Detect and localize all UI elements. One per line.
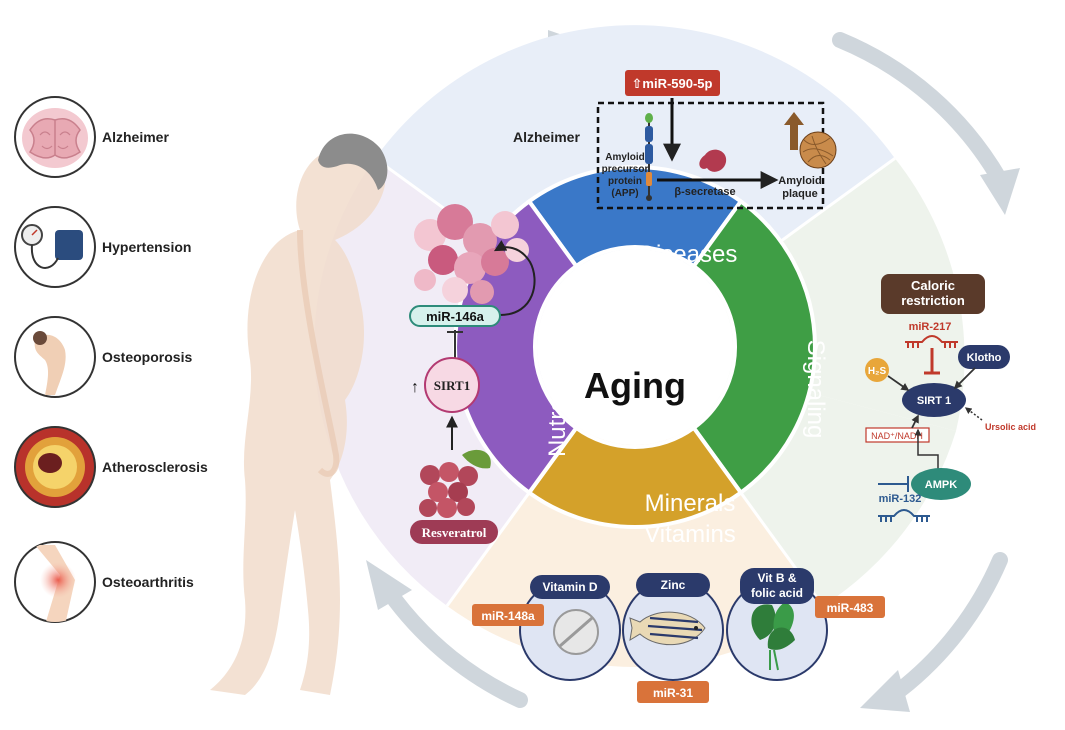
alzheimer-panel-title: Alzheimer xyxy=(513,129,580,145)
plaque-artery-icon xyxy=(25,437,85,497)
ring-label-diseases: Diseases xyxy=(639,241,738,268)
vitamin-d-pill-icon xyxy=(553,609,599,655)
klotho-label: Klotho xyxy=(967,352,1002,364)
mir146a-arrow xyxy=(493,240,536,316)
alzheimer-panel: Alzheimer ⇧miR-590-5p Amyloid precursor … xyxy=(513,70,837,210)
h2s-label: H₂S xyxy=(868,366,887,377)
sirt1-up-arrow: ↑ xyxy=(411,379,419,396)
vitamin-b-label-line2: folic acid xyxy=(751,586,803,600)
nad-badge xyxy=(865,427,930,443)
nutraceutical-panel: miR-146a SIRT1 ↑ Resveratrol xyxy=(409,204,536,544)
sirt1-signaling-badge xyxy=(902,383,966,417)
h2s-badge xyxy=(865,358,889,382)
h2s-arrow xyxy=(887,375,910,391)
sirt1-nutra-label: SIRT1 xyxy=(434,378,470,393)
mir-217-label: miR-217 xyxy=(909,321,952,333)
mir-31-label: miR-31 xyxy=(653,686,693,700)
mir-483-badge xyxy=(815,596,885,618)
signaling-panel: Caloric restriction miR-217 H₂S Klotho S… xyxy=(865,274,1036,522)
ring-segment-minerals xyxy=(526,425,744,529)
mir-483-label: miR-483 xyxy=(827,601,874,615)
caloric-label-line2: restriction xyxy=(901,293,965,308)
increase-arrow-icon xyxy=(784,112,804,150)
app-label-line4: (APP) xyxy=(611,188,638,199)
mir-132-hairpin-icon xyxy=(878,509,930,522)
vitamin-d-badge xyxy=(530,575,610,599)
ring-label-signaling: Signaling xyxy=(802,340,829,439)
resveratrol-badge xyxy=(410,520,498,544)
mir-217-hairpin-icon xyxy=(905,335,958,348)
blood-pressure-cuff-icon xyxy=(21,224,83,269)
cycle-arrow-bottom-right xyxy=(892,552,1008,698)
disease-item-atherosclerosis: Atherosclerosis xyxy=(14,426,208,508)
app-process-box xyxy=(596,101,825,210)
grape-icon xyxy=(419,449,491,518)
spinach-leaf-icon xyxy=(751,602,795,671)
mir-590-badge xyxy=(625,70,720,96)
mir-148a-badge xyxy=(472,604,544,626)
sirt1-signaling-label: SIRT 1 xyxy=(917,395,951,407)
ursolic-acid-label: Ursolic acid xyxy=(985,422,1036,432)
elderly-person-figure xyxy=(210,133,388,695)
zinc-label: Zinc xyxy=(661,578,686,592)
inflamed-knee-icon xyxy=(35,545,76,622)
disease-item-osteoarthritis: Osteoarthritis xyxy=(14,541,194,623)
nad-arrow xyxy=(911,414,919,429)
cycle-arrow-top-right xyxy=(832,32,1008,188)
ring-label-minerals: Minerals xyxy=(645,490,736,517)
app-protein-icon xyxy=(645,113,653,201)
ampk-label: AMPK xyxy=(925,479,957,491)
plaque-label-line1: Amyloid xyxy=(778,175,821,187)
sirt1-nutra-badge xyxy=(424,357,480,413)
vitamin-b-badge xyxy=(740,568,814,604)
ampk-badge xyxy=(911,468,971,500)
ursolic-arrow xyxy=(964,407,983,421)
vitamin-d-label: Vitamin D xyxy=(542,580,597,594)
hunched-spine-icon xyxy=(33,331,66,395)
zinc-badge xyxy=(636,573,710,597)
nad-label: NAD⁺/NADH xyxy=(871,431,923,441)
disease-list: Alzheimer Hypertension Osteoporosis xyxy=(14,96,208,623)
disease-label-hypertension: Hypertension xyxy=(102,239,191,255)
ring-segment-diseases xyxy=(526,165,744,269)
klotho-arrow xyxy=(953,367,976,390)
mir-146a-label: miR-146a xyxy=(426,309,485,324)
beta-secretase-label: β-secretase xyxy=(674,186,735,198)
cell-cluster-icon xyxy=(414,204,529,304)
ampk-arrow xyxy=(914,428,939,480)
amyloid-plaque-icon xyxy=(799,131,837,169)
klotho-badge xyxy=(958,345,1010,369)
app-label-line2: precursor xyxy=(602,164,649,175)
disease-item-osteoporosis: Osteoporosis xyxy=(14,316,192,398)
plaque-label-line2: plaque xyxy=(782,188,817,200)
resveratrol-label: Resveratrol xyxy=(422,525,487,540)
ring-segment-signaling xyxy=(691,198,817,496)
ring-label-vitamins: Vitamins xyxy=(644,521,736,548)
mir-146a-badge xyxy=(409,305,501,327)
disease-label-atherosclerosis: Atherosclerosis xyxy=(102,459,208,475)
mir-132-label: miR-132 xyxy=(879,493,922,505)
disease-label-osteoarthritis: Osteoarthritis xyxy=(102,574,194,590)
beta-secretase-icon xyxy=(699,149,727,172)
caloric-label-line1: Caloric xyxy=(911,278,955,293)
mir-590-label: ⇧miR-590-5p xyxy=(632,76,713,91)
app-label-line1: Amyloid xyxy=(605,152,644,163)
category-ring xyxy=(453,165,817,529)
mir-31-badge xyxy=(637,681,709,703)
vitamin-b-label-line1: Vit B & xyxy=(757,571,796,585)
cycle-arrow-bottom-left xyxy=(387,592,528,708)
disease-label-osteoporosis: Osteoporosis xyxy=(102,349,192,365)
disease-label-alzheimer: Alzheimer xyxy=(102,129,169,145)
disease-item-hypertension: Hypertension xyxy=(14,206,191,288)
brain-section-icon xyxy=(22,108,88,168)
disease-item-alzheimer: Alzheimer xyxy=(14,96,169,178)
caloric-restriction-badge xyxy=(881,274,985,314)
app-label-line3: protein xyxy=(608,176,642,187)
center-title: Aging xyxy=(584,365,686,406)
minerals-panel: Vitamin D miR-148a Zinc miR-31 Vit B & f… xyxy=(472,568,885,703)
mir-148a-label: miR-148a xyxy=(481,609,535,623)
ring-label-nutraceutical: Nutraceutical xyxy=(544,317,571,457)
zebrafish-icon xyxy=(629,611,706,646)
